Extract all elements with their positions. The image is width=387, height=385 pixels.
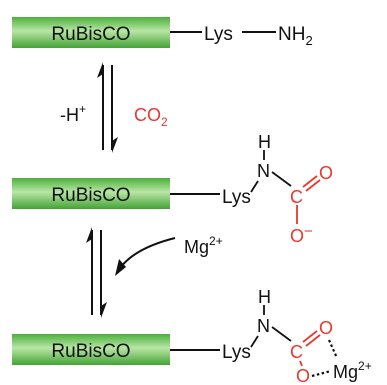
nitrogen-2: N — [257, 161, 270, 181]
amine-group: NH2 — [278, 24, 313, 48]
mg-ion-label: Mg2+ — [184, 234, 223, 257]
oxygen-bottom-3: O — [296, 366, 310, 385]
oxygen-double-2: O — [319, 163, 333, 183]
state-1: RuBisCO Lys NH2 — [12, 17, 313, 48]
mg-coordination-bond-top — [327, 339, 339, 359]
enzyme-box-1 — [12, 17, 170, 48]
state-2: RuBisCO Lys H N C O O − — [12, 132, 333, 246]
enzyme-box-3 — [12, 334, 170, 365]
mg-coordinated: Mg2+ — [333, 359, 372, 382]
negative-charge: − — [304, 223, 313, 240]
n-hydrogen-2: H — [258, 132, 271, 152]
lys-label-2: Lys — [222, 187, 251, 208]
enzyme-box-2 — [12, 178, 170, 209]
lys-label-3: Lys — [222, 342, 251, 363]
state-3: RuBisCO Lys H N C O O Mg2+ — [12, 287, 372, 385]
oxygen-single-2: O — [290, 226, 304, 246]
lys-label-1: Lys — [204, 24, 233, 45]
nitrogen-3: N — [257, 316, 270, 336]
equilibrium-arrow-2 — [86, 227, 107, 318]
carbon-3: C — [290, 342, 303, 362]
n-hydrogen-3: H — [258, 287, 271, 307]
carbon-2: C — [290, 187, 303, 207]
enzyme-label-3: RuBisCO — [51, 341, 130, 362]
proton-loss-label: -H+ — [60, 102, 86, 125]
mg-coordination-bond-bottom — [311, 369, 332, 378]
enzyme-label-1: RuBisCO — [51, 24, 130, 45]
enzyme-label-2: RuBisCO — [51, 185, 130, 206]
mg-curved-arrow — [115, 237, 176, 276]
oxygen-top-3: O — [319, 318, 333, 338]
co2-label: CO2 — [134, 105, 168, 129]
equilibrium-arrow-1 — [97, 62, 118, 153]
